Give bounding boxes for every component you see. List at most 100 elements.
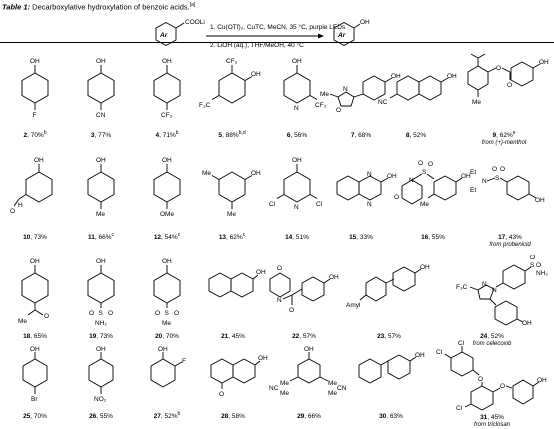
svg-text:O: O [277,265,282,272]
svg-text:O: O [496,65,501,72]
compound-22: O N O OH 22, 57% [262,255,346,340]
svg-text:OH: OH [258,355,268,362]
svg-text:OH: OH [537,377,547,384]
compound-9: Me O O OH 9, 62%e from (+)-menthol [456,50,552,146]
svg-text:CF₃: CF₃ [161,112,173,119]
reaction-arrowhead [318,33,324,39]
svg-text:Cl: Cl [316,201,323,208]
reactant-ar-label: Ar [159,32,168,39]
compound-15: OH N N 15, 33% [320,152,402,241]
reactant-cooli-label: COOLi [185,19,205,26]
svg-text:Br: Br [31,396,38,403]
svg-text:OH: OH [535,197,545,204]
svg-text:O: O [500,383,505,390]
svg-text:S: S [165,310,170,317]
svg-text:OH: OH [162,157,172,164]
svg-text:H: H [18,202,23,209]
svg-text:OH: OH [522,320,532,327]
compound-11: OH Me 11, 66%c [87,157,115,242]
svg-text:F₃C: F₃C [456,284,468,291]
svg-text:OH: OH [251,170,261,177]
svg-text:OH: OH [256,269,266,276]
reaction-step2: 2. LiOH (aq.), THF/MeOH, 40 °C [210,41,304,49]
svg-text:Cl: Cl [458,340,465,347]
svg-text:S: S [422,169,427,176]
svg-text:CF₃: CF₃ [315,102,327,109]
product-ar-label: Ar [337,32,346,39]
svg-text:O: O [219,391,224,398]
svg-text:O: O [500,166,505,173]
svg-text:Et: Et [470,169,476,176]
svg-text:OH: OH [329,274,339,281]
svg-text:O: O [155,310,160,317]
svg-text:NH₂: NH₂ [95,320,107,327]
svg-text:CN: CN [96,112,106,119]
svg-text:OH: OH [96,258,106,265]
svg-text:Me: Me [162,320,171,327]
svg-text:O: O [289,307,294,314]
compound-30: OH 30, 63% [350,345,432,420]
compound-4: OH CF₃ 4, 71%b [153,58,181,140]
svg-text:OH: OH [251,71,261,78]
svg-text:OH: OH [447,73,457,80]
svg-text:N: N [294,204,299,211]
compound-8: OH NC 8, 52% [378,73,457,140]
caption-footnote: [a] [189,2,196,8]
svg-text:Et: Et [470,187,476,194]
svg-text:N: N [294,105,299,112]
compound-17: Et Et N S O O OH 17, 43% from probenicid [470,166,545,249]
svg-text:Me: Me [280,380,289,387]
reaction-step1: 1. Cu(OTf)₂, CuTC, MeCN, 35 °C, purple L… [210,23,346,31]
product-structure: OH Ar [333,19,370,47]
svg-text:S: S [495,175,500,182]
reactant-structure: COOLi Ar [155,19,205,47]
svg-text:O: O [10,208,15,215]
compound-31: Cl Cl O Cl O OH 31, 45% from triclosan [436,340,547,429]
svg-text:O: O [44,313,49,320]
svg-text:OH: OH [96,346,106,353]
svg-text:OH: OH [158,346,168,353]
compound-27: OH F 27, 52%b [136,345,198,420]
compound-2: OH F 2, 70%b [21,58,49,140]
svg-text:Me: Me [328,380,337,387]
svg-text:Me: Me [227,211,236,218]
svg-text:O: O [394,194,399,201]
svg-text:OH: OH [539,59,549,66]
svg-text:OH: OH [461,173,471,180]
svg-text:N: N [482,178,487,185]
svg-text:Amyl: Amyl [346,302,361,309]
compound-18: OH O Me 18, 65% [18,258,50,341]
svg-text:N: N [367,201,372,208]
compound-19: OH S O O NH₂ 19, 73% [87,258,115,341]
svg-text:Me: Me [96,211,105,218]
svg-text:N: N [409,177,414,184]
svg-text:N: N [492,287,497,294]
svg-text:OH: OH [162,58,172,65]
compound-20: OH S O O Me 20, 70% [153,258,181,341]
compound-7: OH Me N O 7, 68% [320,73,401,140]
product-oh-label: OH [360,19,370,26]
svg-text:O: O [174,310,179,317]
svg-text:N: N [343,86,348,93]
svg-text:Cl: Cl [269,201,276,208]
table-top-rule [0,42,554,43]
compound-25: OH Br 25, 70% [22,346,48,421]
svg-text:F₃C: F₃C [199,102,211,109]
compound-21: OH 21, 45% [198,255,268,340]
svg-text:Me: Me [280,390,289,397]
compound-10: OH O H 10, 73% [4,152,66,241]
svg-text:O: O [108,310,113,317]
svg-text:O: O [492,166,497,173]
svg-text:NC: NC [378,99,388,106]
compound-14: OH N Cl Cl 14, 51% [269,157,323,242]
svg-text:NO₂: NO₂ [94,396,107,403]
svg-text:OH: OH [34,157,44,164]
svg-text:Cl: Cl [436,349,443,356]
svg-text:O: O [336,107,341,114]
svg-text:S: S [530,262,535,269]
svg-text:OH: OH [391,73,401,80]
svg-text:Me: Me [472,99,481,106]
svg-text:OH: OH [30,58,40,65]
svg-text:OH: OH [96,58,106,65]
svg-text:N: N [482,281,487,288]
